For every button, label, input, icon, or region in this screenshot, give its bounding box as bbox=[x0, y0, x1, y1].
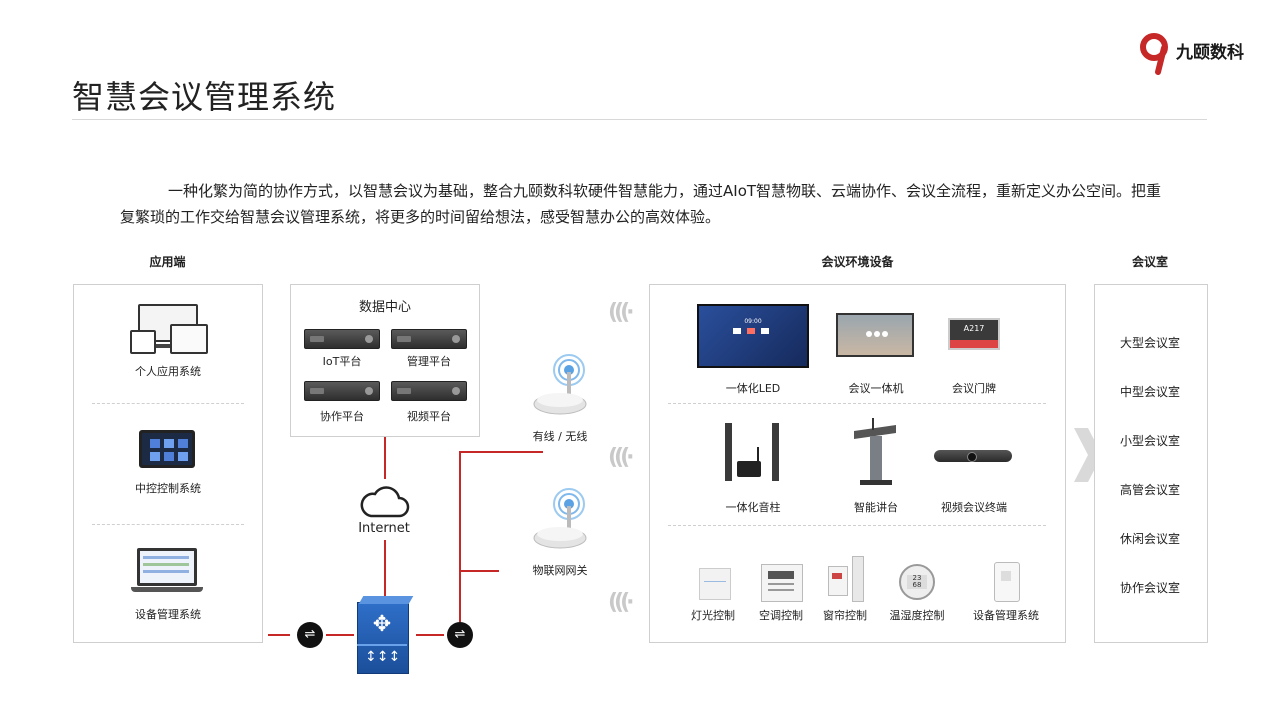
company-logo bbox=[1138, 32, 1253, 76]
env-item-all-in-one: 会议一体机 bbox=[848, 382, 904, 395]
title-divider bbox=[72, 119, 1207, 120]
line-trunk-vertical bbox=[459, 451, 461, 622]
gateway-iot-label: 物联网网关 bbox=[532, 564, 588, 577]
env-item-door-plate: 会议门牌 bbox=[952, 382, 996, 395]
device-controller-icon bbox=[994, 562, 1020, 602]
door-plate-icon: A217 bbox=[948, 318, 1000, 350]
curtain-motor-icon bbox=[852, 556, 864, 602]
wifi-signal-icon: (((· bbox=[608, 445, 634, 470]
personal-devices-icon bbox=[126, 302, 210, 354]
room-collab: 协作会议室 bbox=[1119, 581, 1180, 595]
server-video-icon bbox=[391, 381, 467, 401]
app-side-heading: 应用端 bbox=[149, 255, 186, 269]
platform-iot: IoT平台 bbox=[322, 355, 362, 368]
light-switch-icon bbox=[699, 568, 731, 600]
cloud-icon bbox=[359, 484, 411, 524]
device-laptop-icon bbox=[131, 548, 203, 596]
platform-mgmt: 管理平台 bbox=[407, 355, 451, 368]
server-collab-icon bbox=[304, 381, 380, 401]
sound-column-icon bbox=[723, 423, 781, 481]
iot-gateway-icon bbox=[533, 486, 587, 550]
smart-podium-icon bbox=[852, 418, 898, 486]
page-title: 智慧会议管理系统 bbox=[72, 78, 337, 116]
logo-nine-mark-icon bbox=[1140, 33, 1168, 75]
curtain-controller-icon bbox=[828, 566, 848, 596]
ac-controller-icon bbox=[761, 564, 803, 602]
led-screen-icon: 09:00 bbox=[697, 304, 809, 368]
env-item-led: 一体化LED bbox=[725, 382, 781, 395]
led-screen-time: 09:00 bbox=[744, 318, 762, 325]
platform-collab: 协作平台 bbox=[320, 410, 364, 423]
line-to-gateway-2 bbox=[459, 570, 499, 572]
all-in-one-screen-icon bbox=[836, 313, 914, 357]
control-tablet-icon bbox=[139, 430, 195, 468]
line-to-gateway-1 bbox=[459, 451, 543, 453]
room-medium: 中型会议室 bbox=[1119, 385, 1180, 399]
rooms-panel bbox=[1094, 284, 1208, 643]
env-item-podium: 智能讲台 bbox=[854, 501, 898, 514]
env-divider-1 bbox=[668, 403, 1046, 404]
room-large: 大型会议室 bbox=[1119, 336, 1180, 350]
app-divider-1 bbox=[92, 403, 244, 404]
line-swap-switch bbox=[326, 634, 354, 636]
env-item-ac: 空调控制 bbox=[759, 609, 803, 622]
app-divider-2 bbox=[92, 524, 244, 525]
logo-name: 九颐数科 bbox=[1176, 43, 1244, 63]
rooms-heading: 会议室 bbox=[1131, 255, 1168, 269]
wifi-signal-icon: (((· bbox=[608, 590, 634, 615]
core-switch-icon: ✥ ↕↕↕ bbox=[357, 596, 414, 674]
router-wired-wireless-icon bbox=[533, 352, 587, 416]
environment-heading: 会议环境设备 bbox=[821, 255, 894, 269]
datacenter-panel bbox=[290, 284, 480, 437]
datacenter-title: 数据中心 bbox=[358, 300, 411, 315]
env-item-sound-column: 一体化音柱 bbox=[725, 501, 781, 514]
room-small: 小型会议室 bbox=[1119, 434, 1180, 448]
env-item-curtain: 窗帘控制 bbox=[823, 609, 867, 622]
env-item-thermo: 温湿度控制 bbox=[889, 609, 945, 622]
video-terminal-icon bbox=[934, 450, 1012, 462]
room-leisure: 休闲会议室 bbox=[1119, 532, 1180, 546]
app-item-device-mgmt: 设备管理系统 bbox=[135, 608, 201, 621]
room-executive: 高管会议室 bbox=[1119, 483, 1180, 497]
server-iot-icon bbox=[304, 329, 380, 349]
swap-left-icon: ⇌ bbox=[297, 622, 323, 648]
internet-label: Internet bbox=[358, 521, 410, 536]
app-item-personal: 个人应用系统 bbox=[135, 365, 201, 378]
wifi-signal-icon: (((· bbox=[608, 300, 634, 325]
env-item-light: 灯光控制 bbox=[691, 609, 735, 622]
line-internet-switch bbox=[384, 540, 386, 596]
gateway-wired-wireless-label: 有线 / 无线 bbox=[532, 430, 588, 443]
door-plate-number: A217 bbox=[963, 324, 985, 333]
env-item-video-terminal: 视频会议终端 bbox=[941, 501, 1007, 514]
line-app-swap bbox=[268, 634, 290, 636]
app-item-control: 中控控制系统 bbox=[135, 482, 201, 495]
line-dc-internet bbox=[384, 437, 386, 479]
env-divider-2 bbox=[668, 525, 1046, 526]
swap-right-icon: ⇌ bbox=[447, 622, 473, 648]
line-switch-swap bbox=[416, 634, 444, 636]
platform-video: 视频平台 bbox=[407, 410, 451, 423]
env-item-device-mgmt: 设备管理系统 bbox=[973, 609, 1039, 622]
server-mgmt-icon bbox=[391, 329, 467, 349]
intro-paragraph: 一种化繁为简的协作方式，以智慧会议为基础，整合九颐数科软硬件智慧能力，通过AIo… bbox=[120, 182, 1162, 226]
